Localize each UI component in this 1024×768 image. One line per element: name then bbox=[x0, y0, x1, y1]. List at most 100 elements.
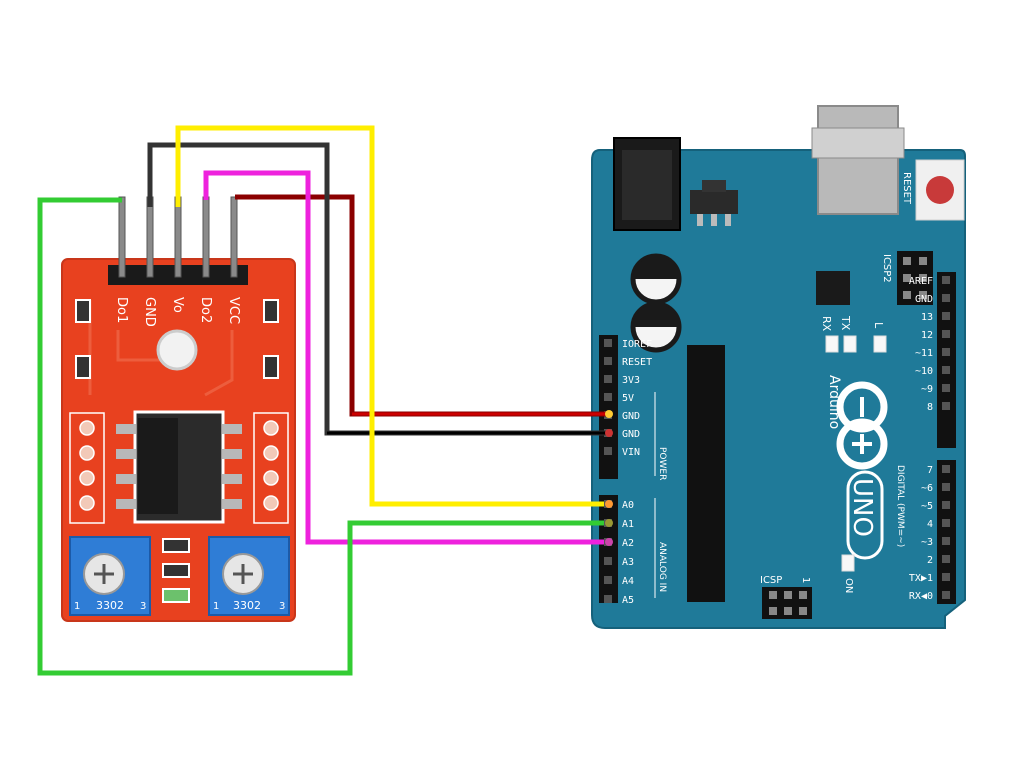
digital-header-label: DIGITAL (PWM=~) bbox=[895, 465, 905, 547]
digital-pin-hole bbox=[942, 573, 950, 581]
analog-header-label: ANALOG IN bbox=[657, 542, 667, 592]
pin-vo bbox=[174, 196, 182, 278]
digital-pin-hole bbox=[942, 537, 950, 545]
power-pin-hole bbox=[604, 393, 612, 401]
icsp2-label: ICSP2 bbox=[881, 254, 892, 283]
module-pin-label: VCC bbox=[226, 297, 241, 324]
power-header-label: POWER bbox=[657, 447, 667, 480]
wire-end-gnd bbox=[605, 429, 613, 437]
analog-pin-label: A5 bbox=[622, 595, 634, 606]
analog-pin-hole bbox=[604, 557, 612, 565]
power-pin-label: GND bbox=[622, 429, 640, 440]
digital-pin-hole bbox=[942, 384, 950, 392]
wire-do2 bbox=[203, 170, 604, 545]
digital-pin-label: ~10 bbox=[915, 366, 933, 377]
digital-pin-hole bbox=[942, 348, 950, 356]
digital-pin-hole bbox=[942, 366, 950, 374]
module-pin-label: GND bbox=[142, 297, 157, 327]
power-pin-hole bbox=[604, 357, 612, 365]
digital-pin-label: RX◀0 bbox=[909, 591, 933, 602]
digital-pin-hole bbox=[942, 465, 950, 473]
digital-pin-label: 13 bbox=[921, 312, 933, 323]
digital-pin-label: 8 bbox=[927, 402, 933, 413]
reset-label: RESET bbox=[901, 172, 912, 205]
digital-header-bottom bbox=[937, 460, 956, 604]
digital-pin-label: 4 bbox=[927, 519, 933, 530]
digital-header-top bbox=[937, 272, 956, 448]
power-pin-hole bbox=[604, 375, 612, 383]
pin-gnd bbox=[146, 196, 154, 278]
module-mount-hole bbox=[156, 329, 198, 371]
module-pin-label: Do1 bbox=[114, 297, 129, 323]
arduino-logo bbox=[836, 381, 888, 470]
digital-pin-label: ~5 bbox=[921, 501, 933, 512]
digital-pin-hole bbox=[942, 483, 950, 491]
led-l-label: L bbox=[872, 322, 885, 329]
pin-do1 bbox=[118, 196, 126, 278]
module-header-pins bbox=[118, 196, 238, 278]
reset-button bbox=[926, 176, 954, 204]
analog-pin-label: A3 bbox=[622, 557, 634, 568]
analog-pin-hole bbox=[604, 595, 612, 603]
digital-pin-label: ~9 bbox=[921, 384, 933, 395]
analog-header bbox=[599, 495, 618, 603]
power-pin-label: IOREF bbox=[622, 339, 652, 350]
analog-pin-label: A0 bbox=[622, 500, 634, 511]
wire-end-a1 bbox=[605, 519, 613, 527]
led-rx-label: RX bbox=[820, 316, 833, 332]
pot-pin-1: 1 bbox=[74, 601, 80, 612]
digital-pin-hole bbox=[942, 312, 950, 320]
arduino-brand: Arduino bbox=[826, 375, 842, 429]
led-tx-label: TX bbox=[839, 315, 852, 331]
digital-pin-hole bbox=[942, 402, 950, 410]
power-pin-label: 5V bbox=[622, 393, 634, 404]
arduino-model: UNO bbox=[847, 478, 877, 537]
digital-pin-hole bbox=[942, 519, 950, 527]
icsp-label: ICSP bbox=[760, 575, 782, 586]
sensor-module: Do1 GND Vo Do2 VCC bbox=[61, 196, 296, 622]
digital-pin-label: ~3 bbox=[921, 537, 933, 548]
digital-pin-label: 7 bbox=[927, 465, 933, 476]
power-pin-label: RESET bbox=[622, 357, 652, 368]
digital-pin-hole bbox=[942, 591, 950, 599]
power-header bbox=[599, 335, 618, 479]
digital-pin-label: TX▶1 bbox=[909, 573, 933, 584]
power-pin-label: GND bbox=[622, 411, 640, 422]
potentiometer-left: 3302 1 3 bbox=[69, 536, 151, 616]
power-pin-hole bbox=[604, 447, 612, 455]
power-pin-label: 3V3 bbox=[622, 375, 640, 386]
wire-vo bbox=[175, 125, 604, 507]
wire-end-a0 bbox=[605, 500, 613, 508]
pot-label: 3302 bbox=[96, 599, 124, 612]
module-pin-label: Vo bbox=[170, 297, 185, 313]
power-pin-hole bbox=[604, 339, 612, 347]
usb-connector bbox=[817, 105, 899, 215]
digital-pin-hole bbox=[942, 276, 950, 284]
digital-pin-label: GND bbox=[915, 294, 933, 305]
smd-components bbox=[75, 299, 279, 379]
wire-do1 bbox=[37, 197, 604, 676]
atmega-chip bbox=[687, 345, 725, 602]
power-pin-labels: IOREF RESET 3V3 5V GND GND VIN bbox=[604, 339, 652, 458]
on-led-label: ON bbox=[843, 578, 854, 593]
digital-pin-hole bbox=[942, 501, 950, 509]
wire-end-a2 bbox=[605, 538, 613, 546]
digital-pin-hole bbox=[942, 330, 950, 338]
icsp-pin1-label: 1 bbox=[800, 577, 811, 583]
wire-end-5v bbox=[605, 410, 613, 418]
pot-label: 3302 bbox=[233, 599, 261, 612]
board-pcb bbox=[591, 149, 966, 629]
wires bbox=[37, 125, 613, 676]
digital-pin-label: AREF bbox=[909, 276, 933, 287]
digital-pin-hole bbox=[942, 294, 950, 302]
pot-pin-1: 1 bbox=[213, 601, 219, 612]
pot-pin-3: 3 bbox=[279, 601, 285, 612]
digital-pin-label: ~6 bbox=[921, 483, 933, 494]
potentiometer-right: 3302 1 3 bbox=[208, 536, 290, 616]
analog-pin-hole bbox=[604, 576, 612, 584]
analog-pin-label: A1 bbox=[622, 519, 634, 530]
power-pin-label: VIN bbox=[622, 447, 640, 458]
